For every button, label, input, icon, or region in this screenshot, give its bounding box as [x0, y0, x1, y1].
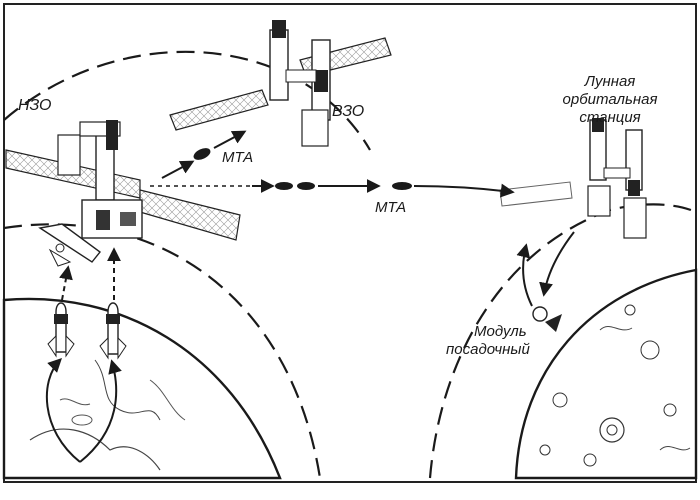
- lunar-transfer-arrow-3: [413, 183, 515, 198]
- moon-icon: [514, 268, 698, 480]
- mta-label-upper: МТА: [222, 149, 253, 166]
- mta-label-lower: МТА: [375, 199, 406, 216]
- lander-icon: [532, 306, 562, 332]
- launch-arrow-left: [45, 358, 81, 463]
- heo-label: ВЗО: [332, 103, 364, 120]
- ascent-arrow-left: [59, 265, 73, 301]
- lunar-station-label-3: станция: [579, 109, 640, 126]
- high-orbit-arc: [3, 50, 371, 151]
- lunar-station-label-1: Лунная: [584, 73, 636, 90]
- leo-label: НЗО: [18, 97, 51, 114]
- leo-station-icon: [5, 120, 241, 267]
- heo-station-icon: [169, 20, 392, 147]
- transfer-arrow-2: [213, 130, 247, 149]
- transfer-vehicle-icon: [193, 148, 211, 160]
- lunar-station-icon: [499, 118, 647, 239]
- launch-arrow-right: [79, 359, 122, 463]
- rocket-icon: [47, 302, 75, 358]
- transfer-vehicle-icon-3: [297, 182, 315, 190]
- transfer-vehicle-icon-2: [275, 182, 293, 190]
- lander-label-1: Модуль: [474, 323, 527, 340]
- ascent-arrow-moon: [516, 243, 533, 307]
- transfer-arrow-1: [161, 160, 195, 179]
- shuttle-icon: [99, 302, 127, 360]
- lunar-station-label-2: орбитальная: [563, 91, 658, 108]
- diagram-frame: [3, 3, 697, 483]
- transfer-vehicle-icon-4: [392, 182, 412, 190]
- descent-arrow: [539, 231, 575, 297]
- earth-icon: [2, 297, 282, 480]
- lunar-orbit-arc: [428, 203, 697, 479]
- lander-label-2: посадочный: [446, 341, 530, 358]
